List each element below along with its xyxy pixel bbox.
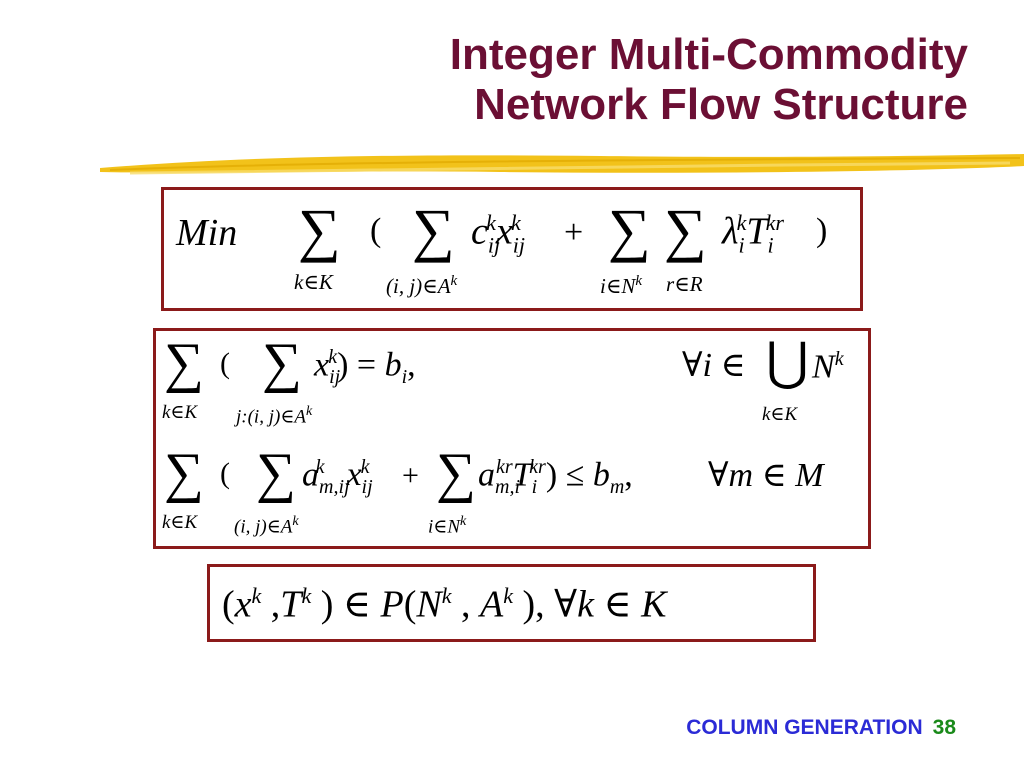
constraints-box: ∑ k∈K ( ∑ j:(i, j)∈Ak xijk) = bi, ∀i ∈ ⋃… xyxy=(153,328,871,549)
c2-sum-symbol: ∑ xyxy=(164,442,204,504)
min-label: Min xyxy=(176,212,238,254)
c1-sum-index: k∈K xyxy=(162,402,198,423)
c2-plus-sign: + xyxy=(402,459,419,492)
c1-union-index: k∈K xyxy=(762,404,798,425)
c2-resource-term: am,ikrTikr) ≤ bm, xyxy=(478,456,633,499)
c1-union-set: Nk xyxy=(812,348,844,386)
sum-index-commodities: k∈K xyxy=(294,270,333,294)
sum-symbol-arcs: ∑ xyxy=(412,197,455,263)
c1-inner-sum-symbol: ∑ xyxy=(262,332,302,394)
lambda-t-term: λikTikr xyxy=(722,210,784,258)
c1-open-paren: ( xyxy=(220,347,230,380)
sum-symbol-resources: ∑ xyxy=(664,197,707,263)
c2-inner-index: (i, j)∈Ak xyxy=(234,514,299,538)
slide-footer: COLUMN GENERATION 38 xyxy=(686,716,956,740)
open-paren: ( xyxy=(370,212,382,249)
plus-sign: + xyxy=(564,214,584,251)
c1-flow-balance: xijk) = bi, xyxy=(314,346,416,389)
c1-forall: ∀i ∈ xyxy=(682,347,746,384)
sum-index-arcs: (i, j)∈Ak xyxy=(386,273,458,298)
page-number: 38 xyxy=(932,716,956,739)
title-line-2: Network Flow Structure xyxy=(474,80,968,129)
c2-open-paren: ( xyxy=(220,457,230,490)
domain-expression: (xk ,Tk ) ∈ P(Nk , Ak ), ∀k ∈ K xyxy=(222,583,667,626)
close-paren: ) xyxy=(816,212,828,249)
c1-sum-symbol: ∑ xyxy=(164,332,204,394)
c2-node-sum-symbol: ∑ xyxy=(436,442,476,504)
title-underline-swoosh xyxy=(100,154,1024,175)
c1-inner-index: j:(i, j)∈Ak xyxy=(236,404,313,428)
c2-inner-sum-symbol: ∑ xyxy=(256,442,296,504)
sum-symbol-nodes: ∑ xyxy=(608,197,651,263)
c2-sum-index: k∈K xyxy=(162,512,198,533)
sum-index-resources: r∈R xyxy=(666,272,703,296)
c2-node-index: i∈Nk xyxy=(428,514,467,538)
slide-title: Integer Multi-Commodity Network Flow Str… xyxy=(88,30,968,130)
sum-symbol-k: ∑ xyxy=(298,197,341,263)
c2-forall: ∀m ∈ M xyxy=(708,457,824,494)
domain-box: (xk ,Tk ) ∈ P(Nk , Ak ), ∀k ∈ K xyxy=(207,564,816,642)
sum-index-nodes: i∈Nk xyxy=(600,273,643,298)
cost-flow-term: cijkxijk xyxy=(471,210,525,258)
title-line-1: Integer Multi-Commodity xyxy=(449,30,968,79)
footer-text: COLUMN GENERATION xyxy=(686,716,923,739)
objective-box: Min ∑ k∈K ( ∑ (i, j)∈Ak cijkxijk + ∑ ∑ i… xyxy=(161,187,863,311)
big-union-symbol: ⋃ xyxy=(766,334,809,391)
